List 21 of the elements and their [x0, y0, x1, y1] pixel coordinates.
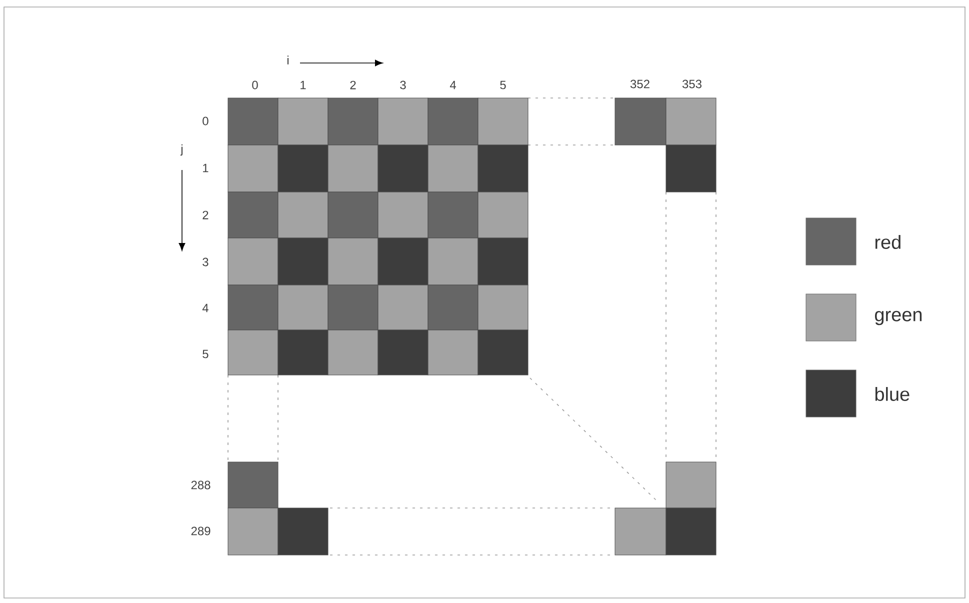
axis-label: i	[287, 56, 289, 64]
column-index: 1	[300, 80, 306, 90]
row-index: 289	[191, 526, 210, 536]
column-index: 4	[450, 80, 456, 90]
column-index: 3	[400, 80, 406, 90]
row-index: 3	[202, 258, 208, 266]
row-index: 5	[202, 350, 208, 358]
column-index: 352	[630, 80, 650, 88]
legend-label: red	[875, 235, 900, 249]
axis-label: j	[180, 144, 183, 156]
column-index: 2	[350, 80, 356, 90]
row-index: 0	[202, 116, 208, 126]
row-index: 288	[191, 480, 210, 490]
row-index: 4	[202, 304, 208, 312]
column-index: 5	[500, 80, 506, 90]
column-index: 0	[252, 80, 258, 90]
row-index: 2	[202, 210, 208, 220]
column-index: 353	[682, 80, 702, 88]
row-index: 1	[203, 164, 208, 172]
legend-label: green	[875, 310, 922, 326]
legend-label: blue	[875, 387, 910, 401]
